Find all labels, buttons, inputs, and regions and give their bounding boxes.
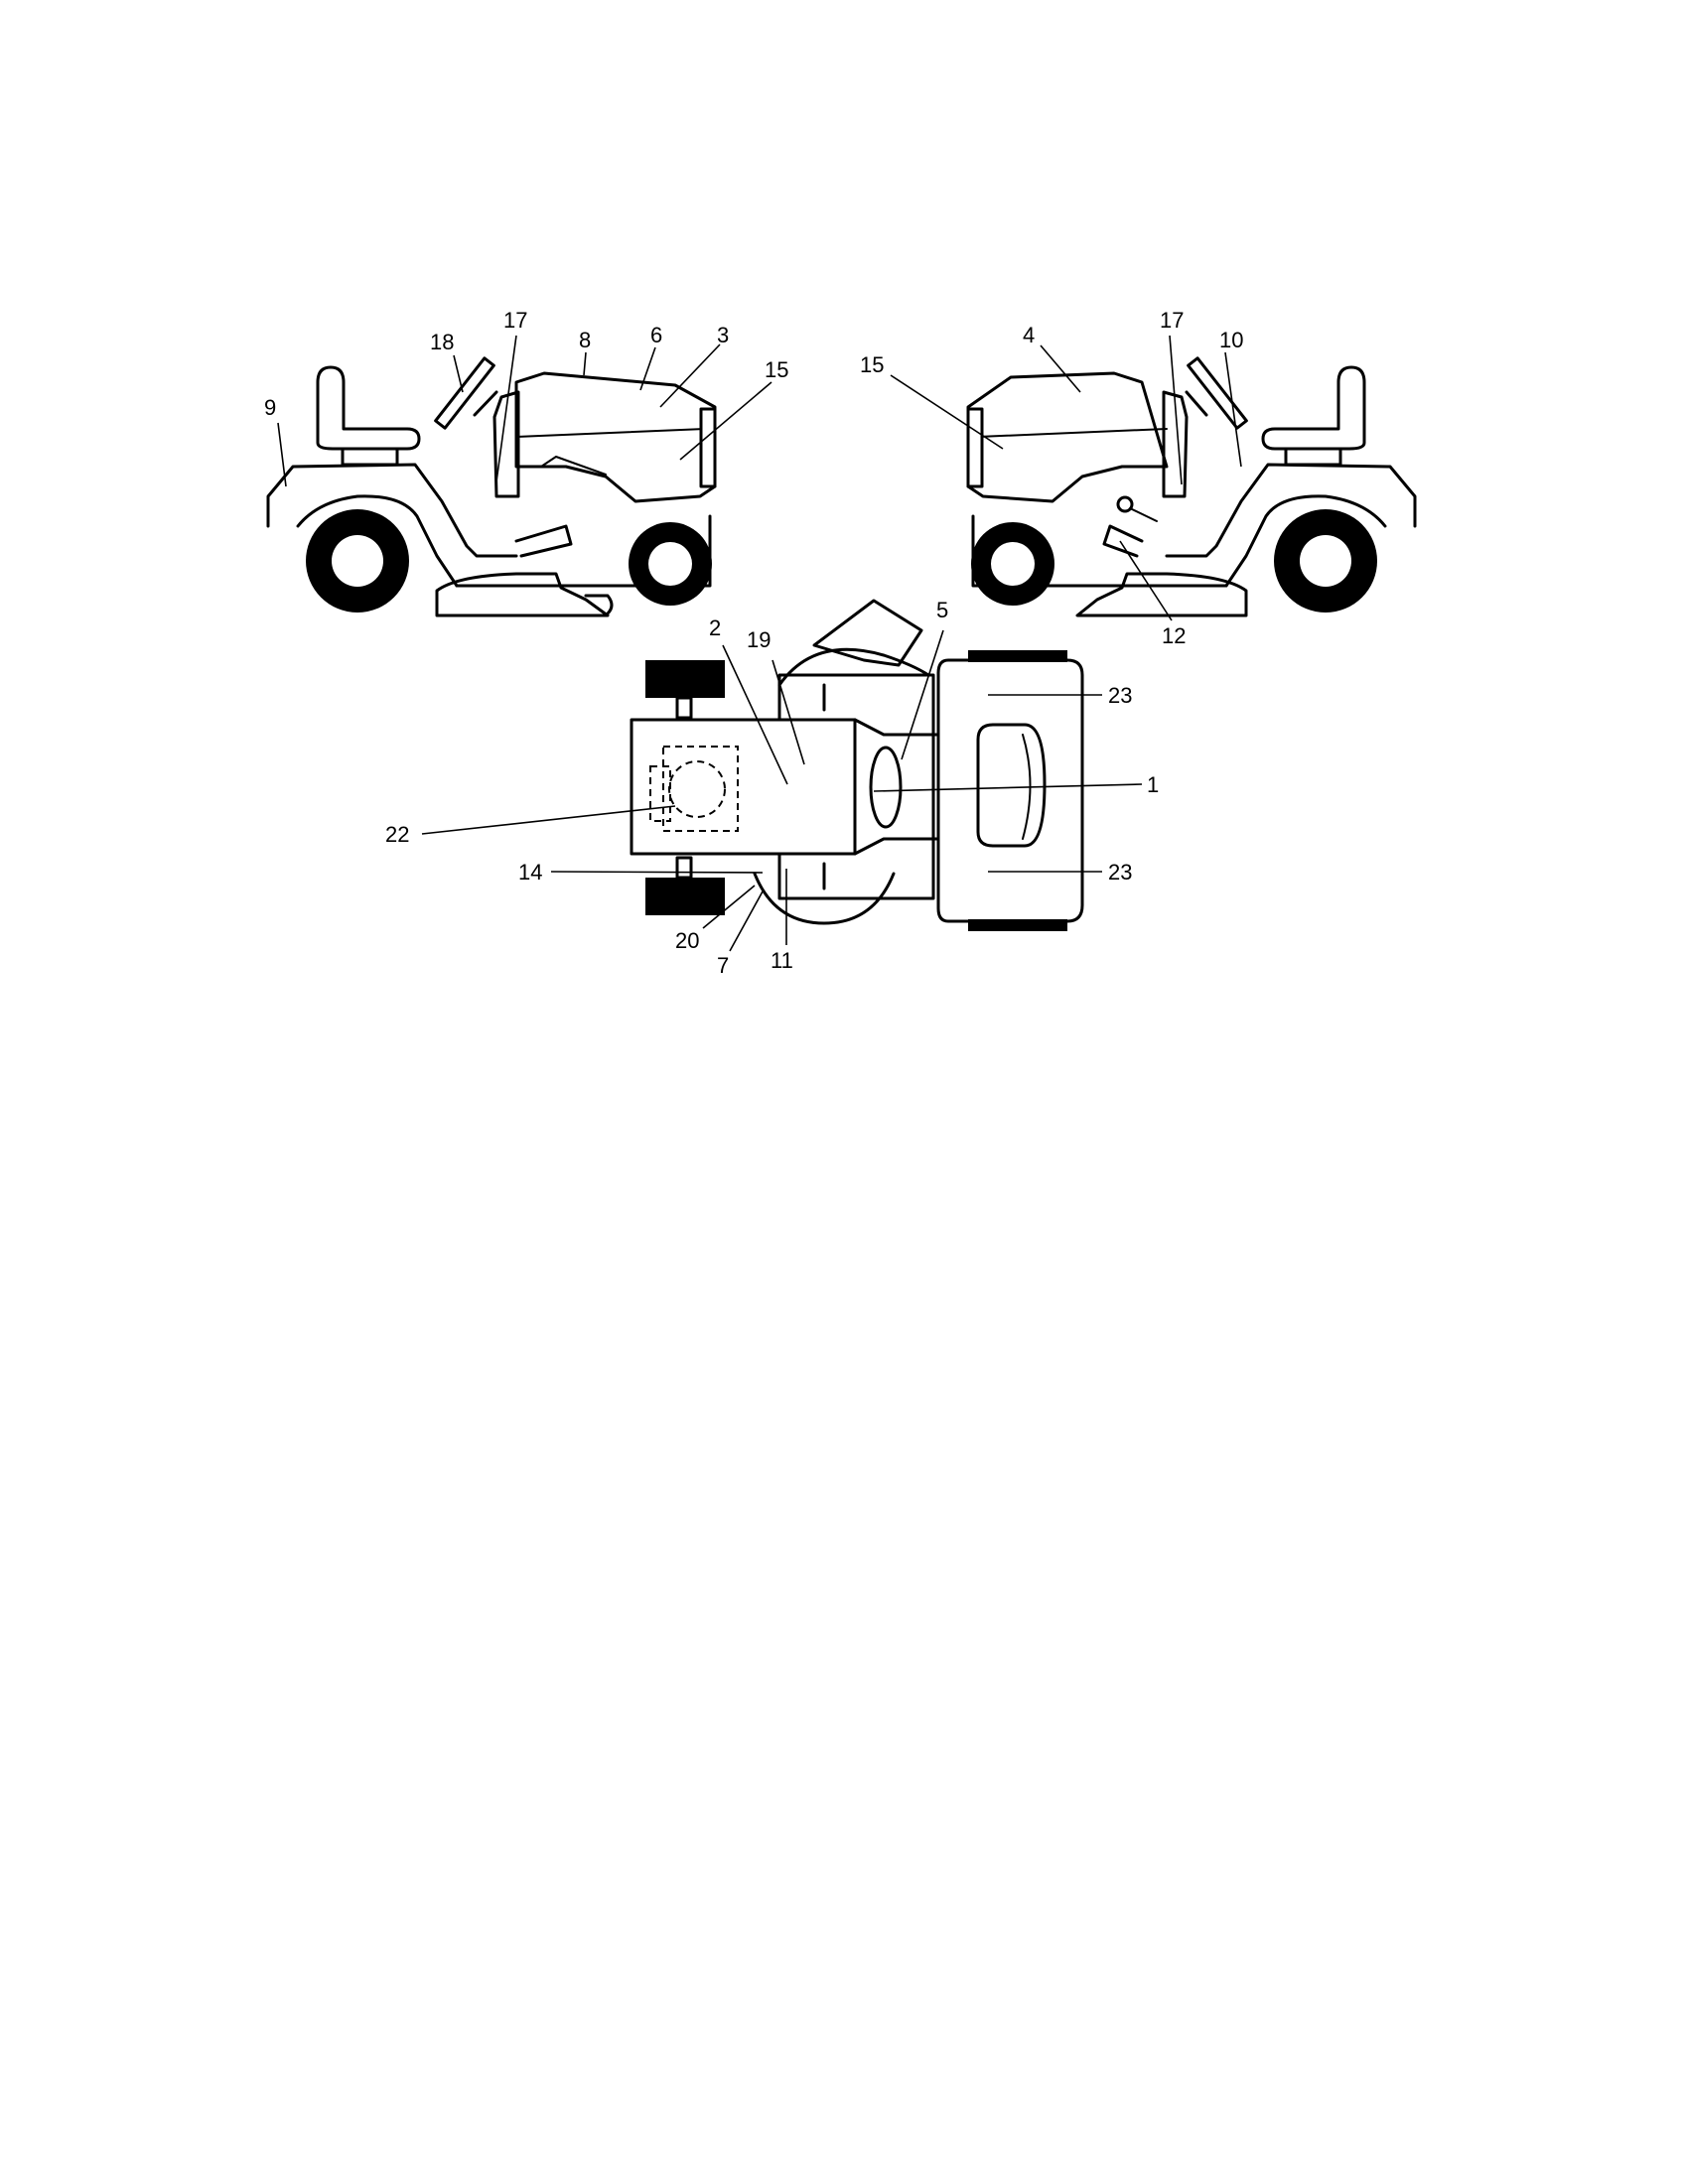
callout-12: 12 (1162, 623, 1186, 648)
callout-4: 4 (1023, 323, 1035, 347)
hood-seam (977, 428, 1168, 438)
leader-lines (277, 335, 1242, 952)
leader-20 (702, 885, 756, 929)
rear-right-tire (645, 878, 725, 915)
front-hub (991, 542, 1035, 586)
leader-2 (722, 644, 788, 785)
hood (966, 371, 1169, 503)
steering-wheel (1187, 356, 1248, 430)
callout-10: 10 (1219, 328, 1243, 352)
rear-axle-stub-bottom (675, 856, 693, 880)
callout-15-left: 15 (765, 357, 788, 382)
front-hub (648, 542, 692, 586)
leader-12 (1119, 540, 1173, 621)
headlight-curve (1022, 734, 1032, 840)
leader-18 (453, 354, 464, 393)
callout-6: 6 (650, 323, 662, 347)
steering-column (1185, 390, 1208, 417)
dashed-label-outline (662, 746, 739, 832)
mower-deck (1075, 572, 1248, 617)
leader-3 (659, 343, 721, 408)
callout-17-left: 17 (503, 308, 527, 333)
callout-8: 8 (579, 328, 591, 352)
callout-labels: 9 18 17 8 6 3 15 15 4 17 10 12 2 19 5 23… (264, 308, 1243, 978)
callout-18: 18 (430, 330, 454, 354)
grille (699, 407, 717, 488)
callout-15-right: 15 (860, 352, 884, 377)
headlight-oval (976, 723, 1047, 848)
callout-1: 1 (1147, 772, 1159, 797)
rear-axle-stub-top (675, 696, 693, 720)
seat (1261, 365, 1366, 451)
callout-23-bottom: 23 (1108, 860, 1132, 885)
leader-1 (873, 783, 1143, 792)
leader-17-right (1169, 335, 1183, 485)
frame (455, 514, 712, 588)
deck-outline (777, 647, 930, 687)
rear-left-tire (645, 660, 725, 698)
tractor-left-side-view (266, 356, 717, 617)
rear-fender (266, 463, 518, 558)
callout-2: 2 (709, 615, 721, 640)
steering-wheel (869, 746, 903, 829)
tractor-right-side-view (966, 356, 1417, 617)
leader-15-left (679, 381, 772, 461)
callout-3: 3 (717, 323, 729, 347)
fender-inner (1185, 494, 1387, 588)
leader-6 (639, 346, 656, 391)
hood (514, 371, 717, 503)
discharge-chute (812, 599, 923, 667)
dash-neck (853, 718, 940, 856)
leader-9 (277, 422, 287, 487)
callout-7: 7 (717, 953, 729, 978)
frame (971, 514, 1228, 588)
leader-7 (729, 890, 764, 952)
callout-9: 9 (264, 395, 276, 420)
callout-17-right: 17 (1160, 308, 1184, 333)
lever-knob (1116, 495, 1134, 513)
seat-base (341, 447, 399, 467)
dashed-circle (668, 760, 726, 818)
callout-22: 22 (385, 822, 409, 847)
dash-tower (1162, 390, 1189, 498)
dash-tower (492, 390, 520, 498)
lift-lever (1102, 524, 1144, 558)
lift-lever (514, 524, 573, 558)
grille (966, 407, 984, 488)
steering-wheel (434, 356, 495, 430)
callout-5: 5 (936, 598, 948, 622)
seat (316, 365, 421, 451)
steering-column (473, 390, 498, 417)
fender-inner (296, 494, 498, 588)
rear-fender (1165, 463, 1417, 558)
callout-19: 19 (747, 627, 771, 652)
leader-15-right (890, 374, 1004, 450)
lever-handle (1129, 507, 1158, 522)
rear-hub (332, 535, 383, 587)
deck-chute (584, 594, 614, 615)
leader-19 (772, 659, 805, 765)
leader-14 (550, 871, 764, 874)
callout-23-top: 23 (1108, 683, 1132, 708)
hood-seam (515, 428, 706, 438)
dashed-label-offset (649, 765, 671, 822)
leader-8 (583, 351, 587, 376)
tractor-top-view (630, 599, 1084, 931)
leader-5 (901, 629, 944, 760)
callout-11: 11 (771, 948, 793, 973)
callout-20: 20 (675, 928, 699, 953)
front-right-tire (968, 919, 1067, 931)
front-left-tire (968, 650, 1067, 662)
leader-10 (1224, 351, 1242, 468)
rear-hub (1300, 535, 1351, 587)
leader-17-left (495, 335, 517, 482)
rear-body (630, 718, 857, 856)
leader-22 (421, 805, 676, 835)
hood-lower-line (540, 456, 607, 476)
mower-deck (435, 572, 610, 617)
callout-14: 14 (518, 860, 542, 885)
seat-base (1284, 447, 1342, 467)
leader-4 (1040, 344, 1081, 393)
